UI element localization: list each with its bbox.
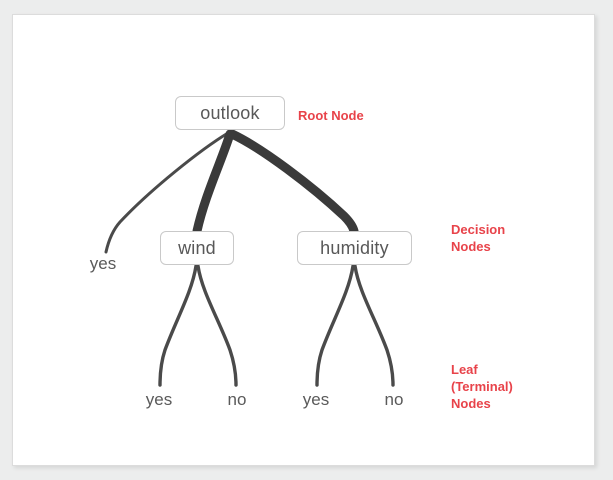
annotation-decision-nodes: Decision Nodes xyxy=(451,222,506,254)
node-decision-humidity-label: humidity xyxy=(320,237,389,258)
leaf-wind-yes: yes xyxy=(145,390,173,409)
leaf-wind-no: no xyxy=(227,390,247,409)
node-root-label: outlook xyxy=(200,102,260,123)
leaf-humidity-yes: yes xyxy=(302,390,330,409)
leaf-humidity-no: no xyxy=(384,390,404,409)
node-decision-humidity[interactable]: humidity xyxy=(297,231,412,265)
node-decision-wind[interactable]: wind xyxy=(160,231,234,265)
leaf-root-yes: yes xyxy=(89,254,117,273)
node-root-outlook[interactable]: outlook xyxy=(175,96,285,130)
node-decision-wind-label: wind xyxy=(178,237,216,258)
annotation-root-node: Root Node xyxy=(298,108,364,123)
annotation-leaf-nodes: Leaf (Terminal) Nodes xyxy=(451,362,513,411)
